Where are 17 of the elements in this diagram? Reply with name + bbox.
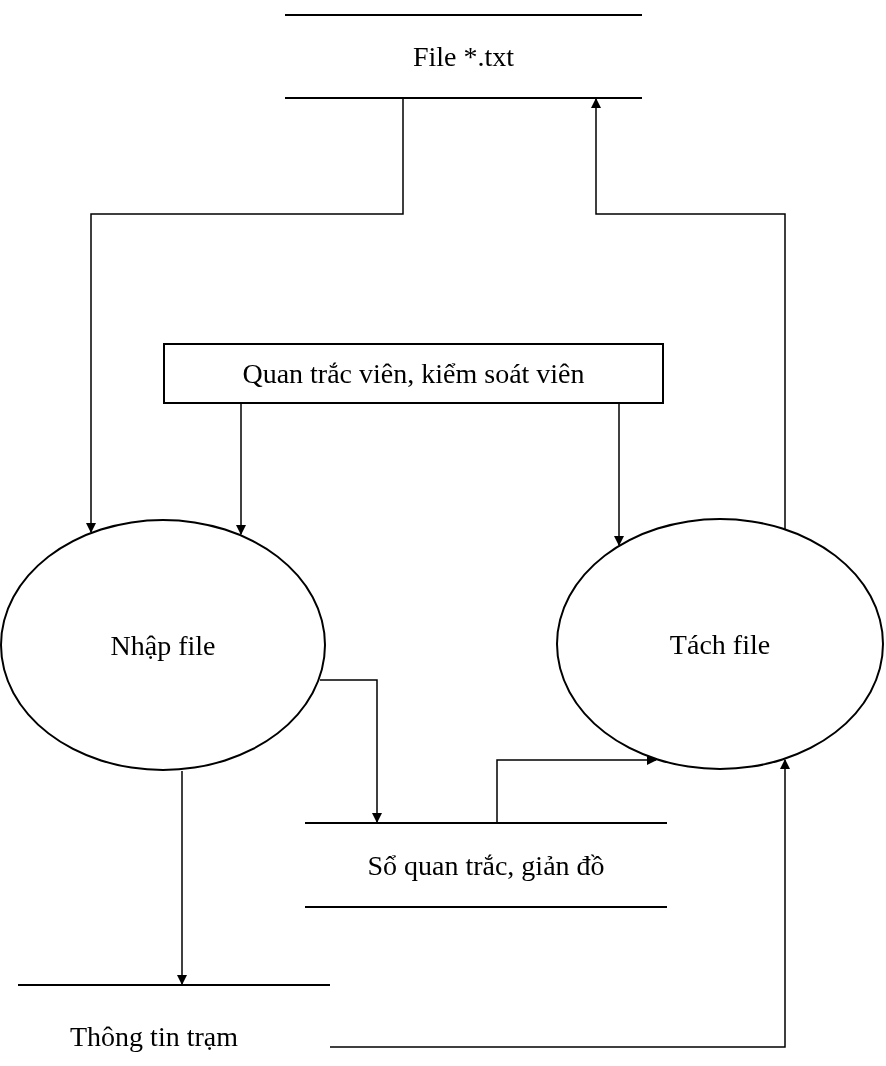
node-label: Tách file <box>669 627 771 662</box>
arrow <box>591 98 786 530</box>
data-store <box>305 822 667 908</box>
arrow <box>329 759 790 1048</box>
node-label: Sổ quan trắc, giản đồ <box>367 848 605 883</box>
node-label: Quan trắc viên, kiểm soát viên <box>242 357 585 391</box>
actor-box <box>163 343 664 404</box>
arrow <box>86 98 404 533</box>
arrow <box>177 770 187 985</box>
arrow <box>319 679 382 823</box>
data-store <box>285 14 642 99</box>
arrow <box>236 403 246 535</box>
node-label: File *.txt <box>412 40 515 74</box>
arrow <box>614 403 624 546</box>
node-label: Nhập file <box>110 628 216 663</box>
node-label: Thông tin trạm <box>70 1020 239 1054</box>
arrow <box>496 755 657 823</box>
